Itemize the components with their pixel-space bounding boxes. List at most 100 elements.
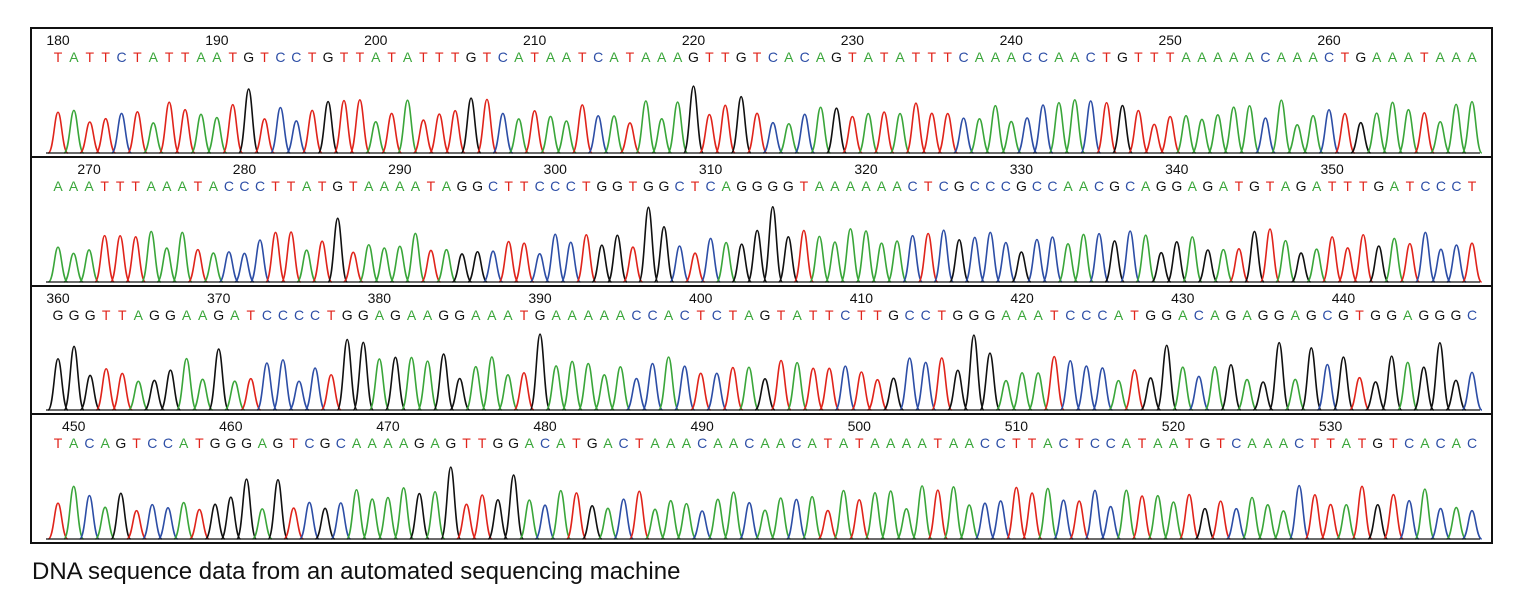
- base-call-C: C: [1106, 435, 1116, 451]
- base-call-C: C: [980, 435, 990, 451]
- position-tick-label: 410: [850, 290, 874, 306]
- base-call-G: G: [1109, 178, 1120, 194]
- base-call-G: G: [1199, 435, 1210, 451]
- trace-peak-G: [267, 478, 289, 540]
- base-call-A: A: [886, 435, 896, 451]
- base-call-A: A: [568, 307, 578, 323]
- base-call-G: G: [1171, 178, 1182, 194]
- trace-peak-T: [1382, 493, 1404, 540]
- trace-peak-A: [436, 248, 457, 283]
- trace-peak-T: [848, 499, 870, 540]
- trace-peak-A: [738, 366, 760, 411]
- trace-peak-T: [1399, 242, 1421, 283]
- position-tick-label: 300: [544, 161, 568, 177]
- base-call-C: C: [1022, 49, 1032, 65]
- trace-peak-G: [451, 253, 473, 283]
- base-call-T: T: [934, 435, 943, 451]
- base-call-G: G: [457, 178, 468, 194]
- trace-peak-A: [1461, 100, 1483, 154]
- trace-peak-G: [1350, 121, 1372, 154]
- trace-peak-G: [384, 356, 407, 411]
- trace-peak-A: [368, 358, 391, 411]
- base-call-G: G: [1226, 307, 1237, 323]
- base-call-T: T: [165, 49, 174, 65]
- base-call-T: T: [1343, 178, 1352, 194]
- trace-peak-G: [1380, 355, 1403, 411]
- base-call-G: G: [472, 178, 483, 194]
- trace-peak-A: [1383, 237, 1405, 283]
- trace-peak-G: [207, 348, 230, 411]
- trace-peak-A: [1147, 494, 1169, 540]
- base-call-T: T: [857, 307, 866, 323]
- position-tick-label: 200: [364, 32, 388, 48]
- trace-peak-A: [173, 501, 195, 540]
- trace-peak-A: [808, 235, 830, 283]
- base-call-T: T: [102, 307, 111, 323]
- base-call-C: C: [1058, 435, 1068, 451]
- trace-peak-A: [400, 356, 423, 411]
- base-call-A: A: [864, 49, 874, 65]
- base-call-A: A: [403, 49, 413, 65]
- trace-peak-A: [786, 361, 808, 411]
- base-call-A: A: [1277, 49, 1287, 65]
- base-call-G: G: [358, 307, 369, 323]
- base-call-G: G: [831, 49, 842, 65]
- base-call-A: A: [1114, 307, 1124, 323]
- trace-peak-C: [1080, 100, 1102, 154]
- base-call-T: T: [340, 49, 349, 65]
- trace-peak-C: [1084, 489, 1106, 540]
- trace-peak-C: [794, 113, 816, 154]
- trace-peak-G: [110, 492, 132, 540]
- base-call-G: G: [1306, 307, 1317, 323]
- base-call-G: G: [332, 178, 343, 194]
- trace-peak-T: [158, 101, 180, 154]
- trace-peak-C: [1430, 507, 1451, 540]
- position-tick-label: 490: [690, 418, 714, 434]
- base-call-G: G: [1145, 307, 1156, 323]
- position-tick-label: 380: [368, 290, 392, 306]
- trace-peak-G: [1151, 251, 1172, 283]
- trace-peak-A: [1000, 120, 1022, 154]
- base-call-A: A: [1213, 49, 1223, 65]
- trace-peak-T: [222, 103, 244, 154]
- position-tick-label: 210: [523, 32, 547, 48]
- base-call-G: G: [53, 307, 64, 323]
- base-call-A: A: [134, 307, 144, 323]
- position-tick-label: 430: [1171, 290, 1195, 306]
- trace-peak-A: [1108, 379, 1129, 411]
- base-call-G: G: [466, 49, 477, 65]
- base-call-C: C: [712, 307, 722, 323]
- base-call-G: G: [243, 49, 254, 65]
- trace-peak-C: [1059, 360, 1082, 411]
- base-call-T: T: [1012, 435, 1021, 451]
- base-call-A: A: [182, 307, 192, 323]
- base-call-A: A: [1342, 435, 1352, 451]
- trace-peak-C: [974, 502, 996, 540]
- trace-peak-T: [793, 229, 815, 283]
- base-call-G: G: [1274, 307, 1285, 323]
- trace-peak-A: [1162, 501, 1185, 540]
- trace-peak-G: [581, 504, 603, 540]
- trace-peak-C: [673, 365, 696, 411]
- trace-peak-T: [1304, 494, 1326, 540]
- trace-peak-C: [272, 359, 294, 411]
- base-call-C: C: [262, 307, 272, 323]
- trace-peak-T: [428, 113, 450, 154]
- trace-peak-T: [1321, 236, 1343, 283]
- base-call-G: G: [1373, 178, 1384, 194]
- trace-peak-T: [770, 359, 792, 411]
- base-call-G: G: [492, 435, 503, 451]
- trace-peak-C: [288, 380, 310, 411]
- trace-peak-C: [285, 120, 307, 154]
- trace-peak-A: [778, 122, 800, 154]
- trace-peak-A: [465, 365, 487, 411]
- base-call-C: C: [791, 435, 801, 451]
- base-call-T: T: [530, 49, 539, 65]
- base-call-A: A: [1404, 49, 1414, 65]
- base-call-G: G: [1161, 307, 1172, 323]
- trace-peak-A: [1172, 366, 1194, 411]
- trace-peak-A: [770, 497, 792, 540]
- base-call-A: A: [471, 307, 481, 323]
